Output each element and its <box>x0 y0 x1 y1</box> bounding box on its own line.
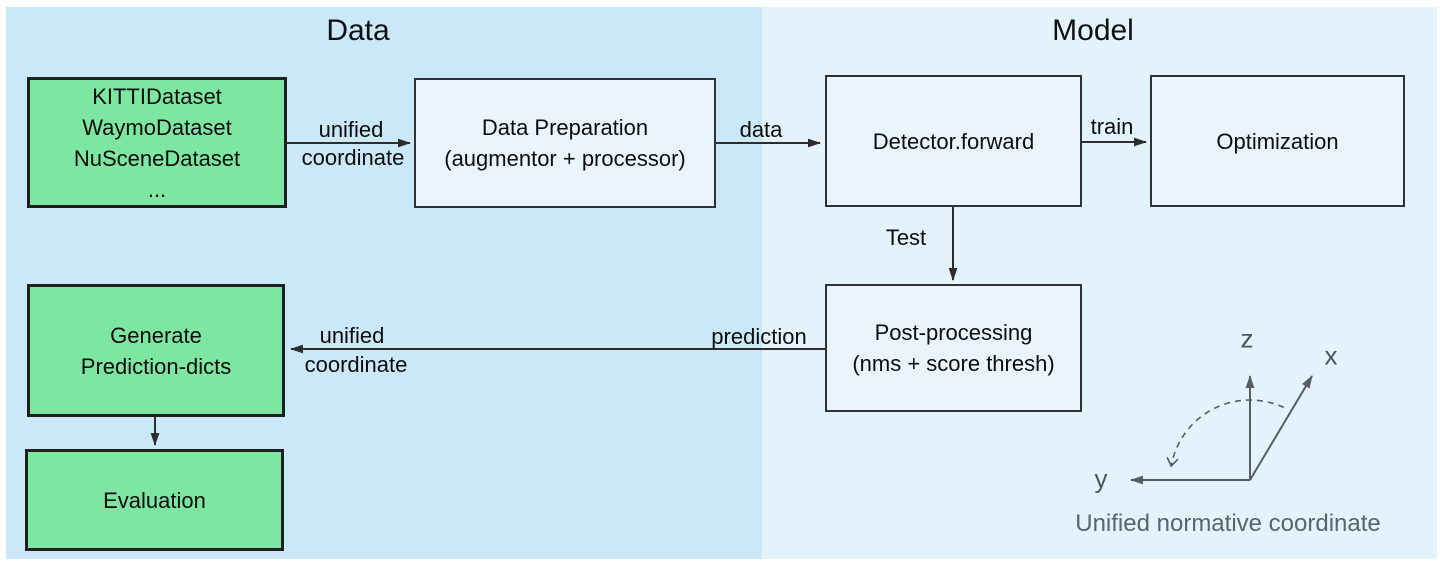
data-preparation-line: (augmentor + processor) <box>444 146 686 171</box>
model-section-title: Model <box>1052 14 1134 47</box>
generate-prediction-box: Generate Prediction-dicts <box>27 284 285 417</box>
edge-label-coordinate-bottom: coordinate <box>304 352 408 377</box>
generate-prediction-line: Generate <box>110 322 202 348</box>
edge-label-data: data <box>739 117 783 142</box>
datasets-line: NuSceneDataset <box>73 145 241 171</box>
edge-label-unified-top: unified <box>318 117 384 142</box>
data-section-title: Data <box>326 14 390 47</box>
axes-caption: Unified normative coordinate <box>1075 510 1381 537</box>
x-axis-label: x <box>1324 340 1338 371</box>
post-processing-line: Post-processing <box>874 320 1033 345</box>
data-preparation-box: Data Preparation (augmentor + processor) <box>414 78 716 208</box>
z-axis-label: z <box>1240 323 1254 354</box>
evaluation-line: Evaluation <box>103 487 206 513</box>
datasets-line: ... <box>147 176 167 202</box>
data-preparation-line: Data Preparation <box>481 115 649 140</box>
post-processing-line: (nms + score thresh) <box>852 351 1055 376</box>
post-processing-box: Post-processing (nms + score thresh) <box>825 284 1082 412</box>
detector-forward-box: Detector.forward <box>825 75 1082 207</box>
edge-label-prediction: prediction <box>711 324 807 349</box>
evaluation-box: Evaluation <box>25 449 284 551</box>
optimization-box: Optimization <box>1150 75 1405 207</box>
edge-label-train: train <box>1090 114 1134 139</box>
datasets-line: WaymoDataset <box>82 114 232 140</box>
y-axis-label: y <box>1094 463 1108 494</box>
detector-forward-line: Detector.forward <box>872 128 1035 154</box>
edge-label-test: Test <box>885 225 927 250</box>
edge-label-coordinate-top: coordinate <box>301 145 405 170</box>
optimization-line: Optimization <box>1216 128 1339 154</box>
generate-prediction-line: Prediction-dicts <box>80 353 232 379</box>
datasets-box: KITTIDataset WaymoDataset NuSceneDataset… <box>27 77 287 208</box>
datasets-line: KITTIDataset <box>92 83 222 109</box>
edge-label-unified-bottom: unified <box>319 323 385 348</box>
